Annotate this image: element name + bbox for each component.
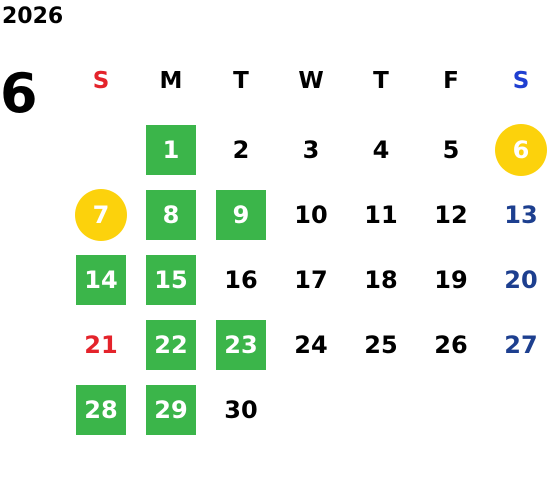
- day-cell-8[interactable]: 8: [146, 190, 196, 240]
- day-cell-15[interactable]: 15: [146, 255, 196, 305]
- day-cell-13[interactable]: 13: [504, 201, 538, 229]
- day-cell-19[interactable]: 19: [434, 266, 468, 294]
- month-label: 6: [0, 62, 38, 125]
- day-cell-26[interactable]: 26: [434, 331, 468, 359]
- year-label: 2026: [2, 4, 64, 29]
- day-cell-6[interactable]: 6: [495, 124, 547, 176]
- day-cell-4[interactable]: 4: [372, 136, 390, 164]
- day-cell-14[interactable]: 14: [76, 255, 126, 305]
- day-cell-9[interactable]: 9: [216, 190, 266, 240]
- weekday-header-sat: S: [512, 68, 530, 94]
- day-cell-21[interactable]: 21: [84, 331, 118, 359]
- day-cell-18[interactable]: 18: [364, 266, 398, 294]
- day-cell-28[interactable]: 28: [76, 385, 126, 435]
- day-cell-23[interactable]: 23: [216, 320, 266, 370]
- weekday-header-sun: S: [92, 68, 110, 94]
- weekday-header-fri: F: [443, 68, 459, 94]
- day-cell-24[interactable]: 24: [294, 331, 328, 359]
- day-cell-10[interactable]: 10: [294, 201, 328, 229]
- weekday-header-thu: T: [373, 68, 389, 94]
- day-cell-30[interactable]: 30: [224, 396, 258, 424]
- day-cell-29[interactable]: 29: [146, 385, 196, 435]
- day-cell-5[interactable]: 5: [442, 136, 460, 164]
- day-cell-27[interactable]: 27: [504, 331, 538, 359]
- weekday-header-wed: W: [298, 68, 324, 94]
- day-cell-3[interactable]: 3: [302, 136, 320, 164]
- day-cell-25[interactable]: 25: [364, 331, 398, 359]
- day-cell-7[interactable]: 7: [75, 189, 127, 241]
- day-cell-11[interactable]: 11: [364, 201, 398, 229]
- day-cell-16[interactable]: 16: [224, 266, 258, 294]
- day-cell-2[interactable]: 2: [232, 136, 250, 164]
- day-cell-12[interactable]: 12: [434, 201, 468, 229]
- day-cell-20[interactable]: 20: [504, 266, 538, 294]
- weekday-header-mon: M: [159, 68, 183, 94]
- day-cell-1[interactable]: 1: [146, 125, 196, 175]
- weekday-header-tue: T: [233, 68, 249, 94]
- day-cell-17[interactable]: 17: [294, 266, 328, 294]
- day-cell-22[interactable]: 22: [146, 320, 196, 370]
